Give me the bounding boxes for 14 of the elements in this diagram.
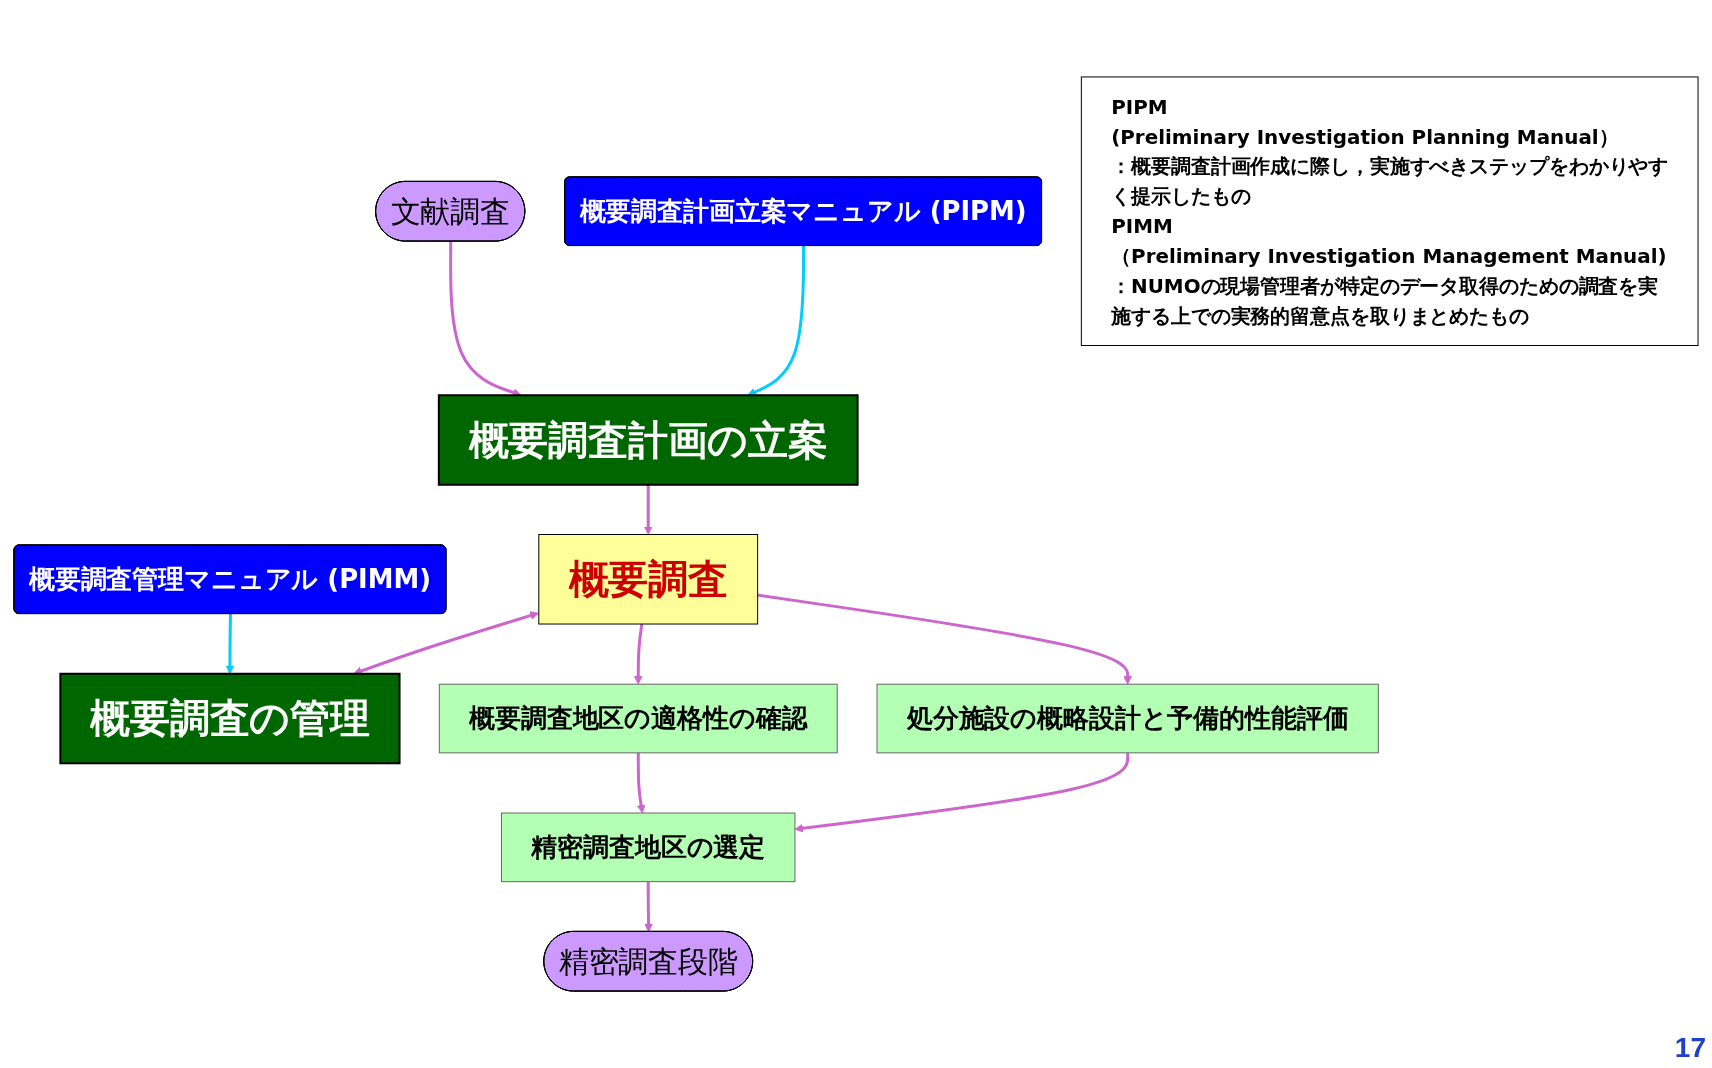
arrow	[643, 484, 653, 535]
node-box: 概要調査地区の適格性の確認	[438, 683, 838, 754]
arrow	[747, 246, 806, 396]
node-box: 精密調査地区の選定	[501, 812, 796, 883]
arrow	[633, 623, 644, 685]
arrow	[636, 752, 646, 814]
arrow	[644, 881, 653, 933]
page-number: 17	[1674, 1032, 1706, 1064]
arrow	[225, 614, 235, 675]
arrow	[794, 752, 1130, 833]
node-box: 処分施設の概略設計と予備的性能評価	[876, 683, 1379, 754]
node-box: PIPM (Preliminary Investigation Planning Manual） ：概要調査計画作成に際し，実施すべきステップをわかりやすく提示したもの PIMM （Preliminary Investigation Management Manual) ：NUMOの現場管理者が特定のデータ取得のための調査を実施する上での実務的留意点を取りまとめたもの	[1080, 76, 1699, 346]
arrow	[757, 593, 1133, 685]
arrow	[449, 241, 522, 397]
